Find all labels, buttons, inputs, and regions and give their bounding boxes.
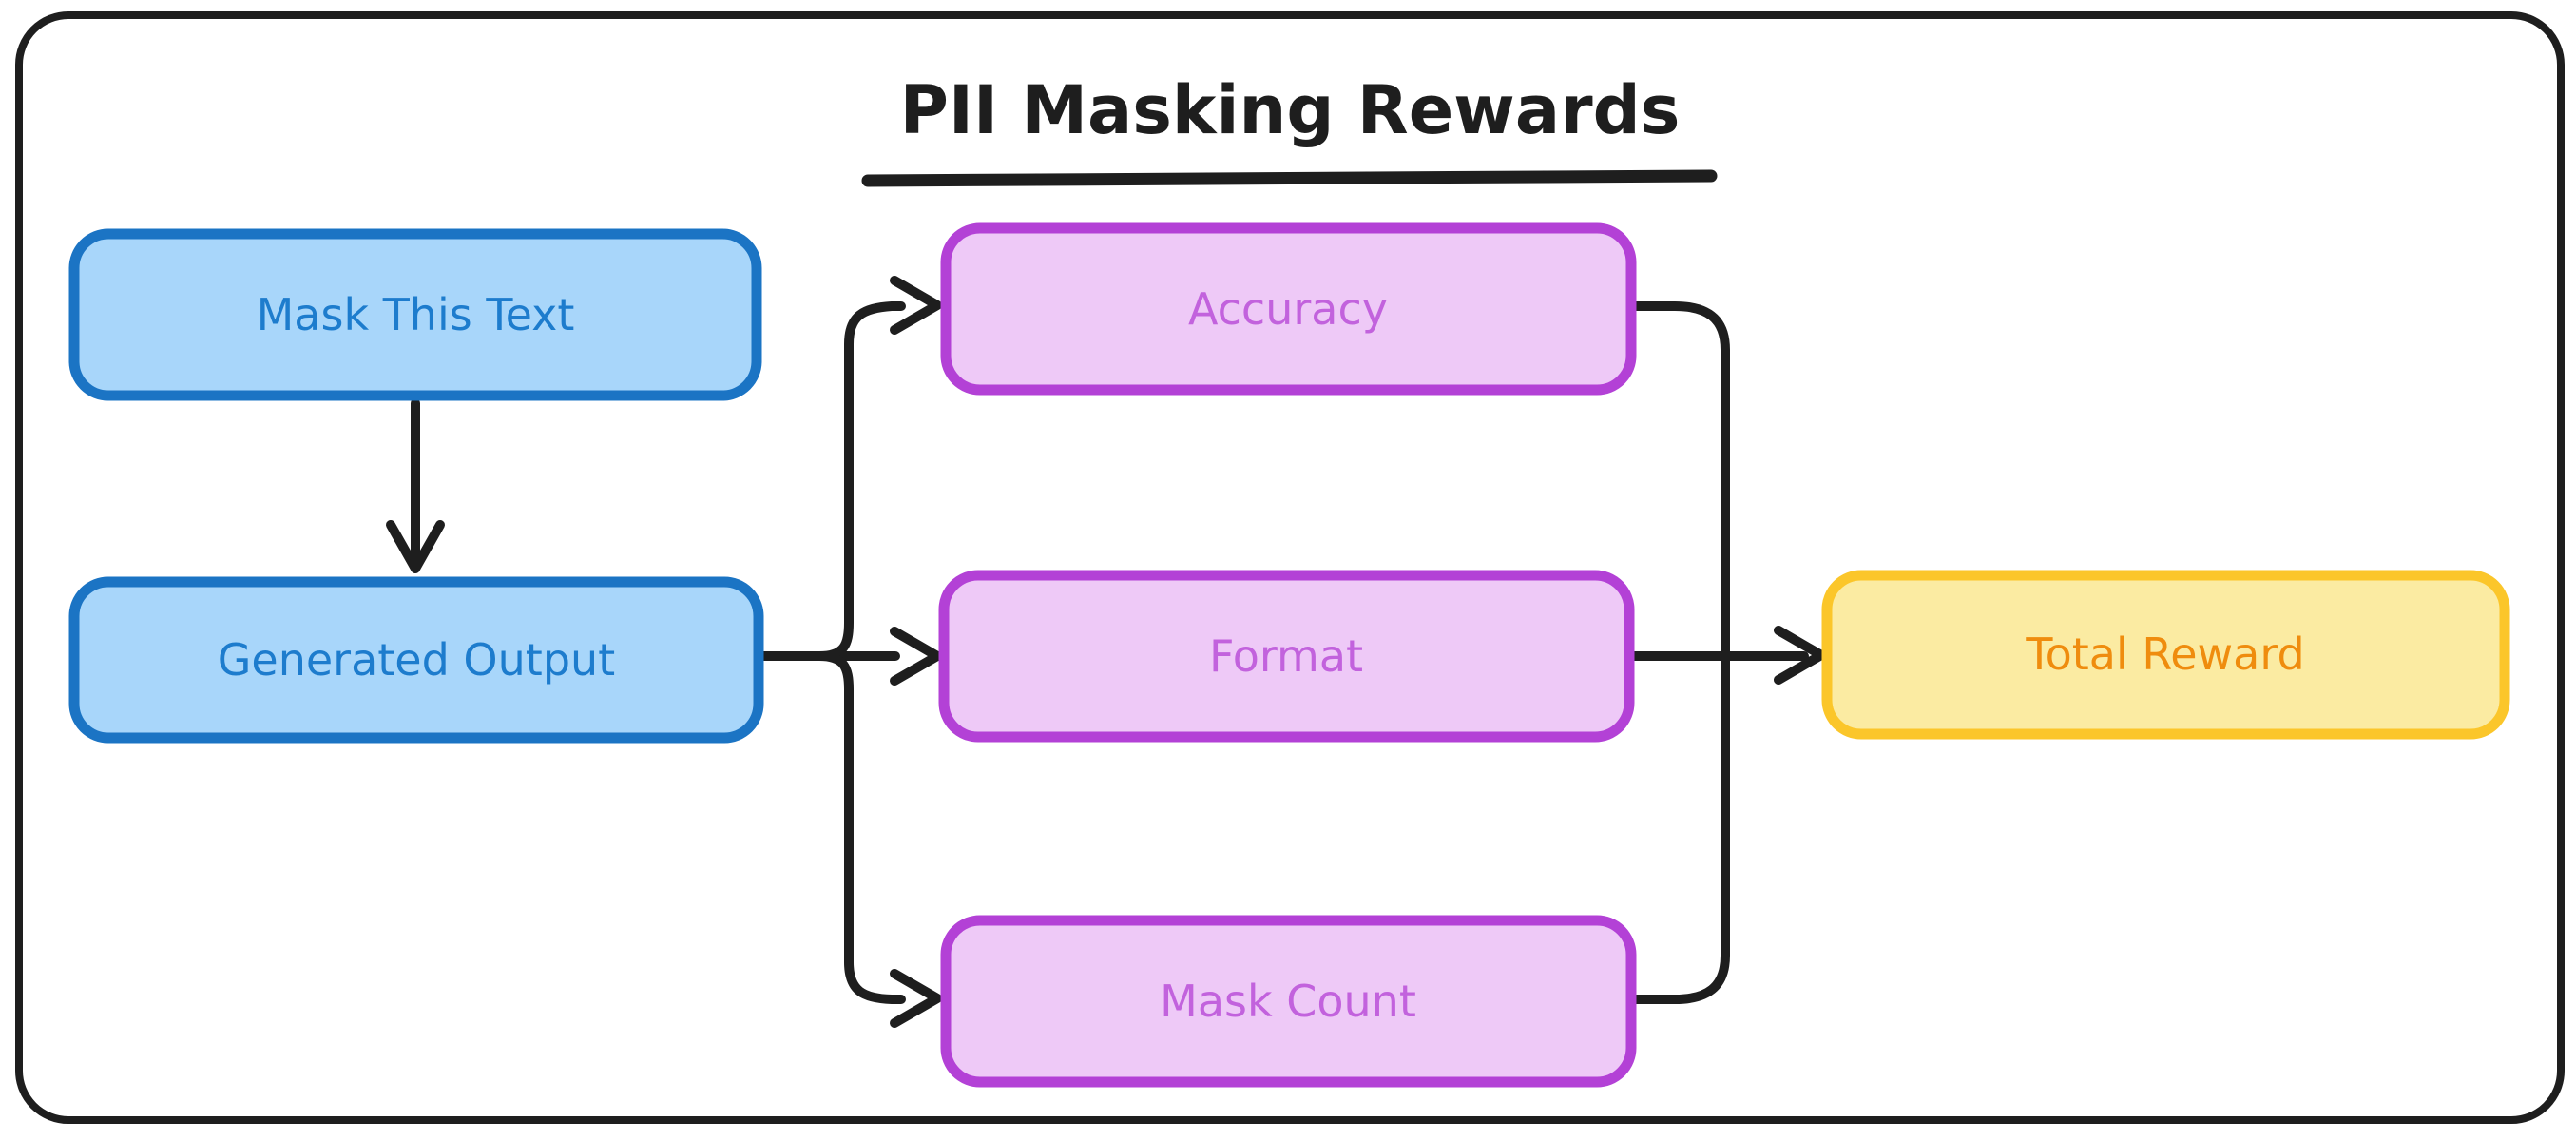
outer-frame — [15, 11, 2565, 1124]
node-label: Format — [1209, 630, 1363, 682]
edge-line — [758, 651, 906, 1004]
edge-line — [1628, 301, 1730, 659]
edge-masktext-to-generated — [386, 398, 445, 573]
edge-accuracy-to-total — [1628, 301, 1730, 659]
node-mask-count: Mask Count — [940, 915, 1637, 1088]
diagram-title: PII Masking Rewards — [900, 71, 1681, 149]
node-mask-this-text: Mask This Text — [68, 228, 762, 401]
node-label: Total Reward — [2025, 629, 2304, 680]
edge-generated-to-maskcount — [758, 651, 942, 1028]
edge-line — [758, 301, 906, 661]
arrowhead-down-icon — [386, 520, 445, 573]
arrowhead-right-icon — [890, 276, 942, 335]
node-label: Generated Output — [218, 634, 615, 686]
node-label: Accuracy — [1188, 283, 1388, 335]
node-box — [68, 576, 764, 744]
node-format: Format — [938, 570, 1635, 743]
node-label: Mask This Text — [257, 289, 575, 340]
node-box — [68, 228, 762, 401]
node-generated-output: Generated Output — [68, 576, 764, 744]
title-underline — [861, 169, 1718, 187]
node-box — [940, 915, 1637, 1088]
node-label: Mask Count — [1160, 976, 1416, 1027]
edge-generated-to-accuracy — [758, 276, 942, 661]
node-total-reward: Total Reward — [1821, 570, 2510, 740]
edge-line — [1628, 653, 1730, 1004]
arrowhead-right-icon — [890, 969, 942, 1028]
node-box — [938, 570, 1635, 743]
node-box — [940, 222, 1637, 396]
edge-format-to-total — [1628, 626, 1826, 685]
arrowhead-right-icon — [1774, 626, 1826, 685]
edge-maskcount-to-total — [1628, 653, 1730, 1004]
node-box — [1821, 570, 2510, 740]
arrowhead-right-icon — [890, 627, 942, 686]
node-accuracy: Accuracy — [940, 222, 1637, 396]
